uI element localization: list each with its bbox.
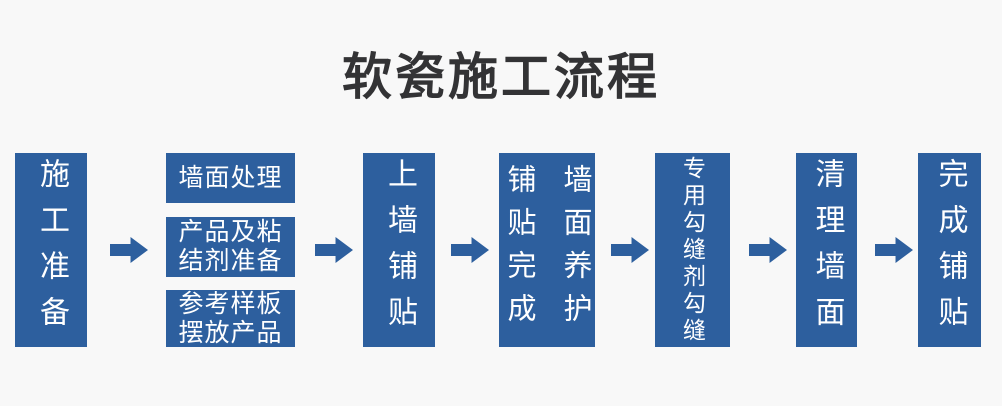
flow-step-label: 清理墙面 [810,158,844,342]
flow-step-paving-done-curing: 铺贴完成 墙面养护 [499,153,595,347]
flow-step-label: 上墙铺贴 [383,158,416,342]
flow-substep-label-line2: 结剂准备 [178,247,283,275]
arrow-right-icon [451,237,489,263]
flow-step-two-columns: 铺贴完成 墙面养护 [498,164,596,336]
flow-step-clean-wall: 清理墙面 [796,153,857,347]
page-title: 软瓷施工流程 [342,49,660,105]
flow-substep-sample-placement: 参考样板 摆放产品 [166,290,295,347]
flow-step-construction-prep: 施工准备 [15,153,87,347]
flow-step-label-col-left: 铺贴完成 [503,164,535,336]
flow-step-prep-substeps: 墙面处理 产品及粘 结剂准备 参考样板 摆放产品 [166,153,295,347]
flow-step-special-grouting: 专用勾缝剂勾缝 [655,153,730,347]
flow-substep-product-adhesive-prep: 产品及粘 结剂准备 [166,217,295,277]
flow-substep-label-line1: 产品及粘 [178,218,283,246]
arrow-right-icon [749,237,787,263]
flow-substep-label: 墙面处理 [178,163,283,192]
flow-step-finish-paving: 完成铺贴 [918,153,981,347]
arrow-right-icon [875,237,913,263]
flow-row: 施工准备 墙面处理 产品及粘 结剂准备 参考样板 摆放产品 上墙铺贴 [0,153,1002,347]
arrow-right-icon [315,237,353,263]
flow-step-label: 完成铺贴 [933,158,967,342]
flow-step-wall-paving: 上墙铺贴 [363,153,435,347]
flow-step-label: 施工准备 [35,158,68,342]
flow-substep-label-line1: 参考样板 [178,289,283,318]
flow-step-label: 专用勾缝剂勾缝 [679,155,706,345]
flow-substep-label-line2: 摆放产品 [178,318,283,347]
arrow-right-icon [110,237,148,263]
flow-substep-wall-treatment: 墙面处理 [166,153,295,203]
flow-step-label-col-right: 墙面养护 [559,164,591,336]
arrow-right-icon [611,237,649,263]
